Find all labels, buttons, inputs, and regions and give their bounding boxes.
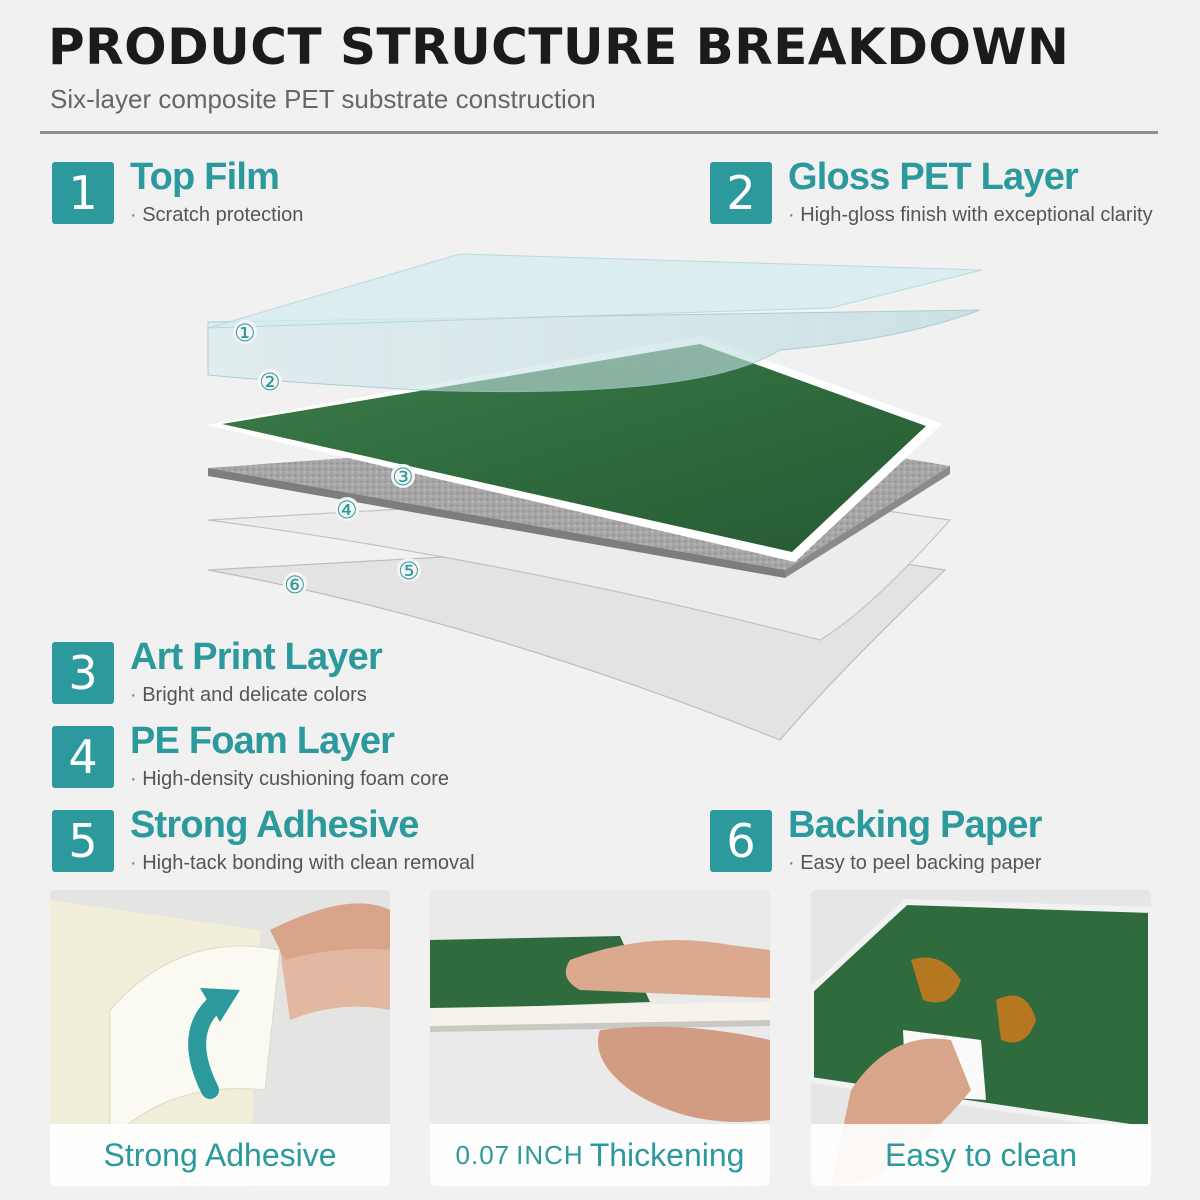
photo-thickening: 0.07 INCH Thickening [430, 890, 770, 1186]
layer-marker-5: ⑤ [398, 557, 420, 585]
layer-name: Backing Paper [788, 804, 1042, 846]
layer-description: Easy to peel backing paper [788, 852, 1042, 875]
layer-number-badge: 3 [52, 642, 114, 704]
marker-bg [283, 572, 307, 596]
marker-bg [233, 320, 257, 344]
layer-description: High-tack bonding with clean removal [130, 852, 474, 875]
layer-number-badge: 4 [52, 726, 114, 788]
layer-description: High-gloss finish with exceptional clari… [788, 204, 1152, 227]
caption-text: Easy to clean [884, 1136, 1078, 1173]
foam-edge [208, 468, 785, 578]
photo-strong-adhesive: Strong Adhesive [50, 890, 390, 1186]
foam-edge-right [785, 466, 950, 578]
marker-bg [397, 558, 421, 582]
layer-4-label: 4 PE Foam Layer High-density cushioning … [52, 720, 449, 791]
caption-text: Strong Adhesive [103, 1136, 337, 1173]
layer-description: High-density cushioning foam core [130, 768, 449, 791]
layer-number-badge: 5 [52, 810, 114, 872]
photo-caption: 0.07 INCH Thickening [430, 1124, 770, 1186]
gloss-pet-sheet [207, 309, 981, 393]
marker-bg [335, 497, 359, 521]
marker-bg [258, 369, 282, 393]
top-film-sheet [207, 253, 983, 329]
caption-thickness-unit: INCH [516, 1139, 584, 1170]
page-title: PRODUCT STRUCTURE BREAKDOWN [48, 18, 1070, 76]
layer-marker-1: ① [234, 319, 256, 347]
layer-6-label: 6 Backing Paper Easy to peel backing pap… [710, 804, 1042, 875]
layer-marker-2: ② [259, 368, 281, 396]
art-print-tile [222, 344, 926, 552]
layer-description: Scratch protection [130, 204, 303, 227]
page-subtitle: Six-layer composite PET substrate constr… [50, 84, 596, 114]
layer-number-badge: 1 [52, 162, 114, 224]
layer-1-label: 1 Top Film Scratch protection [52, 156, 303, 227]
layer-name: Strong Adhesive [130, 804, 419, 846]
layer-number-badge: 6 [710, 810, 772, 872]
layer-number-badge: 2 [710, 162, 772, 224]
layer-name: PE Foam Layer [130, 720, 395, 762]
photo-caption: Strong Adhesive [50, 1124, 390, 1186]
layer-marker-3: ③ [392, 463, 414, 491]
layer-marker-4: ④ [336, 496, 358, 524]
layer-name: Top Film [130, 156, 280, 198]
layer-marker-6: ⑥ [284, 571, 306, 599]
photo-easy-clean: Easy to clean [811, 890, 1151, 1186]
layer-description: Bright and delicate colors [130, 684, 382, 707]
layer-3-label: 3 Art Print Layer Bright and delicate co… [52, 636, 383, 707]
marker-bg [391, 464, 415, 488]
photo-caption: Easy to clean [811, 1124, 1151, 1186]
layer-name: Gloss PET Layer [788, 156, 1079, 198]
layer-2-label: 2 Gloss PET Layer High-gloss finish with… [710, 156, 1153, 227]
header-divider [40, 131, 1158, 134]
layer-diagram: ① ② ③ ④ ⑤ ⑥ [206, 253, 983, 741]
caption-text: Thickening [589, 1136, 745, 1173]
caption-thickness-value: 0.07 [455, 1139, 511, 1170]
layer-name: Art Print Layer [130, 636, 383, 678]
layer-5-label: 5 Strong Adhesive High-tack bonding with… [52, 804, 475, 875]
